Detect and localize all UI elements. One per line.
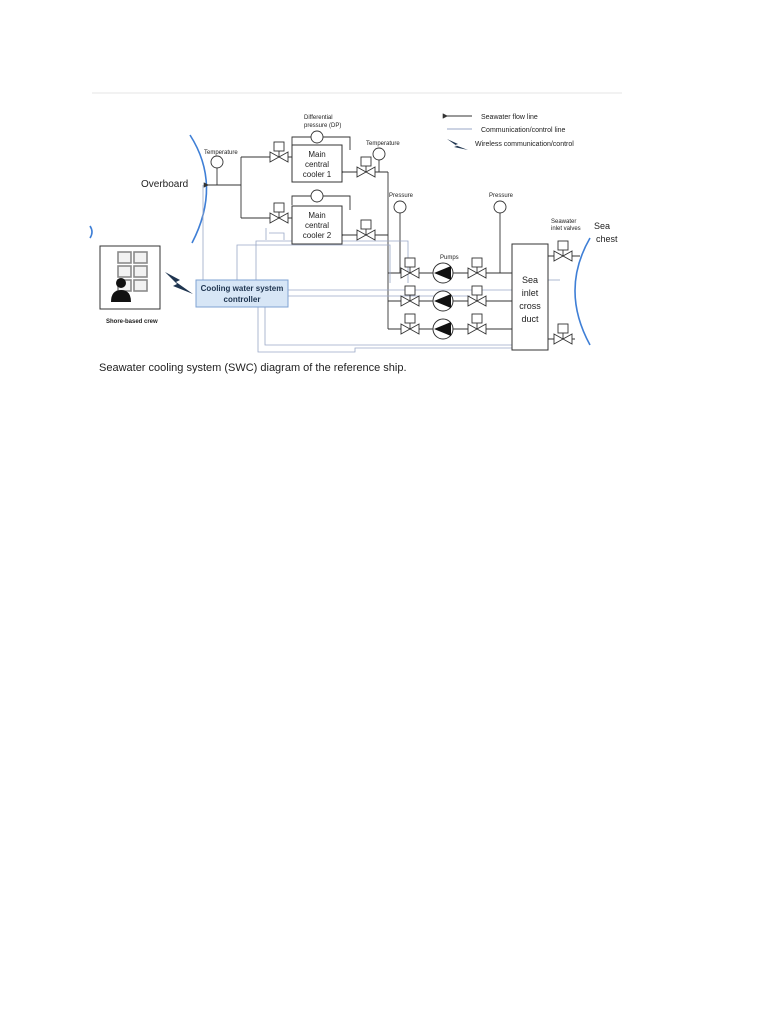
seawater-inlet-valve-bottom: [553, 323, 573, 345]
duct-line4: duct: [521, 314, 539, 324]
controller-line2: controller: [224, 295, 261, 304]
pump-row-1: [400, 257, 487, 284]
seawater-inlet-valve-top: [553, 240, 573, 262]
legend: Seawater flow line Communication/control…: [442, 113, 574, 150]
inlet-valves-label-1: Seawater: [551, 219, 576, 225]
cooler2-outlet-valve: [269, 202, 289, 224]
pump-row-3: [400, 313, 487, 340]
temperature-sensor-right: [372, 147, 386, 161]
pumps-label: Pumps: [440, 255, 459, 261]
main-central-cooler-2: Main central cooler 2: [291, 205, 343, 245]
duct-line2: inlet: [522, 288, 539, 298]
cooler2-inlet-valve: [356, 219, 376, 241]
figure-caption: Seawater cooling system (SWC) diagram of…: [99, 362, 407, 374]
temperature-sensor-left: [210, 155, 224, 169]
person-icon: [111, 278, 131, 302]
cooler1-line2: central: [305, 160, 329, 169]
legend-wireless-label: Wireless communication/control: [475, 141, 574, 148]
wireless-link-icon: [165, 272, 193, 294]
shore-crew-label: Shore-based crew: [106, 319, 158, 325]
cooler2-line3: cooler 2: [303, 231, 332, 240]
main-central-cooler-1: Main central cooler 1: [291, 144, 343, 183]
duct-line3: cross: [519, 301, 541, 311]
temperature-left-label: Temperature: [204, 150, 238, 156]
cooler2-line1: Main: [308, 211, 325, 220]
pressure-sensor-right: [493, 200, 507, 214]
comm-lines: [202, 185, 560, 353]
pressure-sensor-left: [393, 200, 407, 214]
seawater-cooling-diagram: Seawater flow line Communication/control…: [89, 92, 622, 353]
cooling-water-system-controller: Cooling water system controller: [195, 279, 289, 308]
sea-chest-label-1: Sea: [594, 221, 610, 231]
sea-chest-label-2: chest: [596, 234, 618, 244]
cooler2-line2: central: [305, 221, 329, 230]
left-edge-mark: [89, 225, 93, 239]
shore-based-crew: [99, 245, 161, 310]
legend-flow-label: Seawater flow line: [481, 114, 538, 121]
pressure-right-label: Pressure: [489, 193, 514, 199]
overboard-label: Overboard: [141, 179, 188, 190]
dp-label-1: Differential: [304, 115, 333, 121]
legend-comm-label: Communication/control line: [481, 127, 566, 134]
sea-inlet-cross-duct: Sea inlet cross duct: [511, 243, 549, 351]
legend-wireless-icon: [447, 139, 468, 150]
inlet-valves-label-2: inlet valves: [551, 226, 581, 232]
cooler1-line3: cooler 1: [303, 170, 332, 179]
duct-line1: Sea: [522, 275, 538, 285]
dp-sensor-2: [310, 189, 324, 203]
cooler1-outlet-valve: [269, 141, 289, 163]
pressure-left-label: Pressure: [389, 193, 414, 199]
dp-label-2: pressure (DP): [304, 123, 341, 129]
controller-line1: Cooling water system: [201, 284, 284, 293]
sea-chest-hull-arc: [574, 237, 591, 346]
dp-sensor-1: [310, 130, 324, 144]
cooler1-line1: Main: [308, 150, 325, 159]
temperature-right-label: Temperature: [366, 141, 400, 147]
sensors: [210, 130, 507, 214]
cooler1-inlet-valve: [356, 156, 376, 178]
